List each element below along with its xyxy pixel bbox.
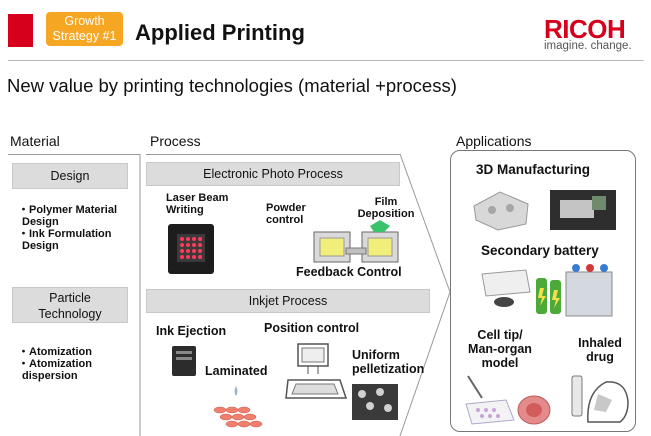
laser-label-line: Writing xyxy=(166,204,204,216)
design-item: ・Polymer Material xyxy=(18,204,118,216)
laminated-layers-image xyxy=(213,386,263,428)
pellet-micrograph-image xyxy=(352,384,398,420)
logo-tagline: imagine. change. xyxy=(544,40,632,52)
inkjet-heading: Inkjet Process xyxy=(248,294,328,308)
particle-item: ・Atomization xyxy=(18,346,92,358)
film-label-line: Deposition xyxy=(357,208,415,220)
inkjet-heading-box: Inkjet Process xyxy=(146,289,430,313)
design-heading-box: Design xyxy=(12,163,128,189)
electronic-photo-heading-box: Electronic Photo Process xyxy=(146,162,400,186)
particle-heading-2: Technology xyxy=(38,307,102,321)
uniform-label-line: Uniform xyxy=(352,348,400,362)
ink-ejection-label: Ink Ejection xyxy=(156,324,227,338)
inhaled-drug-label: Inhaled drug xyxy=(574,336,626,364)
ricoh-logo: RICOH xyxy=(544,14,626,44)
header-divider xyxy=(8,60,644,61)
film-label: Film Deposition xyxy=(356,196,416,220)
inhaled-drug-label-line: drug xyxy=(586,350,614,364)
particle-item: dispersion xyxy=(22,370,78,382)
3d-manufacturing-label: 3D Manufacturing xyxy=(476,162,591,177)
position-stage-diagram xyxy=(285,343,348,399)
battery-images xyxy=(481,264,613,317)
position-control-label: Position control xyxy=(264,321,360,335)
powder-label: Powder control xyxy=(266,202,306,226)
laser-chip-image xyxy=(168,224,214,274)
secondary-battery-label: Secondary battery xyxy=(481,243,599,258)
powder-label-line: control xyxy=(266,214,304,226)
badge-line-2: Strategy #1 xyxy=(52,29,117,43)
applications-panel xyxy=(450,150,636,432)
laser-label: Laser Beam Writing xyxy=(166,192,228,216)
design-item: Design xyxy=(22,240,59,252)
column-process: Process xyxy=(150,133,201,149)
laminated-label: Laminated xyxy=(205,364,268,378)
electronic-photo-heading: Electronic Photo Process xyxy=(203,167,343,181)
design-item: ・Ink Formulation xyxy=(18,228,112,240)
powder-label-line: Powder xyxy=(266,202,306,214)
particle-item: ・Atomization xyxy=(18,358,92,370)
design-heading: Design xyxy=(50,169,90,183)
film-label-line: Film xyxy=(374,196,398,208)
cell-tip-label-line: model xyxy=(481,356,519,370)
uniform-label: Uniform pelletization xyxy=(352,348,424,376)
material-underline xyxy=(8,154,140,155)
cell-tip-label-line: Man-organ xyxy=(468,342,532,356)
design-items: ・Polymer Material Design ・Ink Formulatio… xyxy=(18,204,117,252)
film-deposition-diagram xyxy=(313,220,399,263)
laser-label-line: Laser Beam xyxy=(166,192,229,204)
cell-tip-label-line: Cell tip/ xyxy=(477,328,523,342)
inkjet-head-image xyxy=(172,346,196,376)
medical-images xyxy=(465,375,629,425)
inhaled-drug-label-line: Inhaled xyxy=(578,336,622,350)
particle-heading-box: Particle Technology xyxy=(12,287,128,323)
slide-subtitle: New value by printing technologies (mate… xyxy=(7,75,457,96)
column-material: Material xyxy=(10,133,60,149)
growth-strategy-badge: Growth Strategy #1 xyxy=(46,12,123,46)
brand-square xyxy=(8,14,33,47)
design-item: Design xyxy=(22,216,59,228)
uniform-label-line: pelletization xyxy=(352,362,425,376)
column-applications: Applications xyxy=(456,133,532,149)
process-underline xyxy=(146,154,400,155)
particle-items: ・Atomization ・Atomization dispersion xyxy=(18,346,92,382)
page-title: Applied Printing xyxy=(135,20,305,45)
particle-heading-1: Particle xyxy=(49,291,91,305)
badge-line-1: Growth xyxy=(64,14,105,28)
feedback-control-label: Feedback Control xyxy=(296,265,402,279)
3d-parts-images xyxy=(473,190,616,231)
cell-tip-label: Cell tip/ Man-organ model xyxy=(466,328,534,370)
